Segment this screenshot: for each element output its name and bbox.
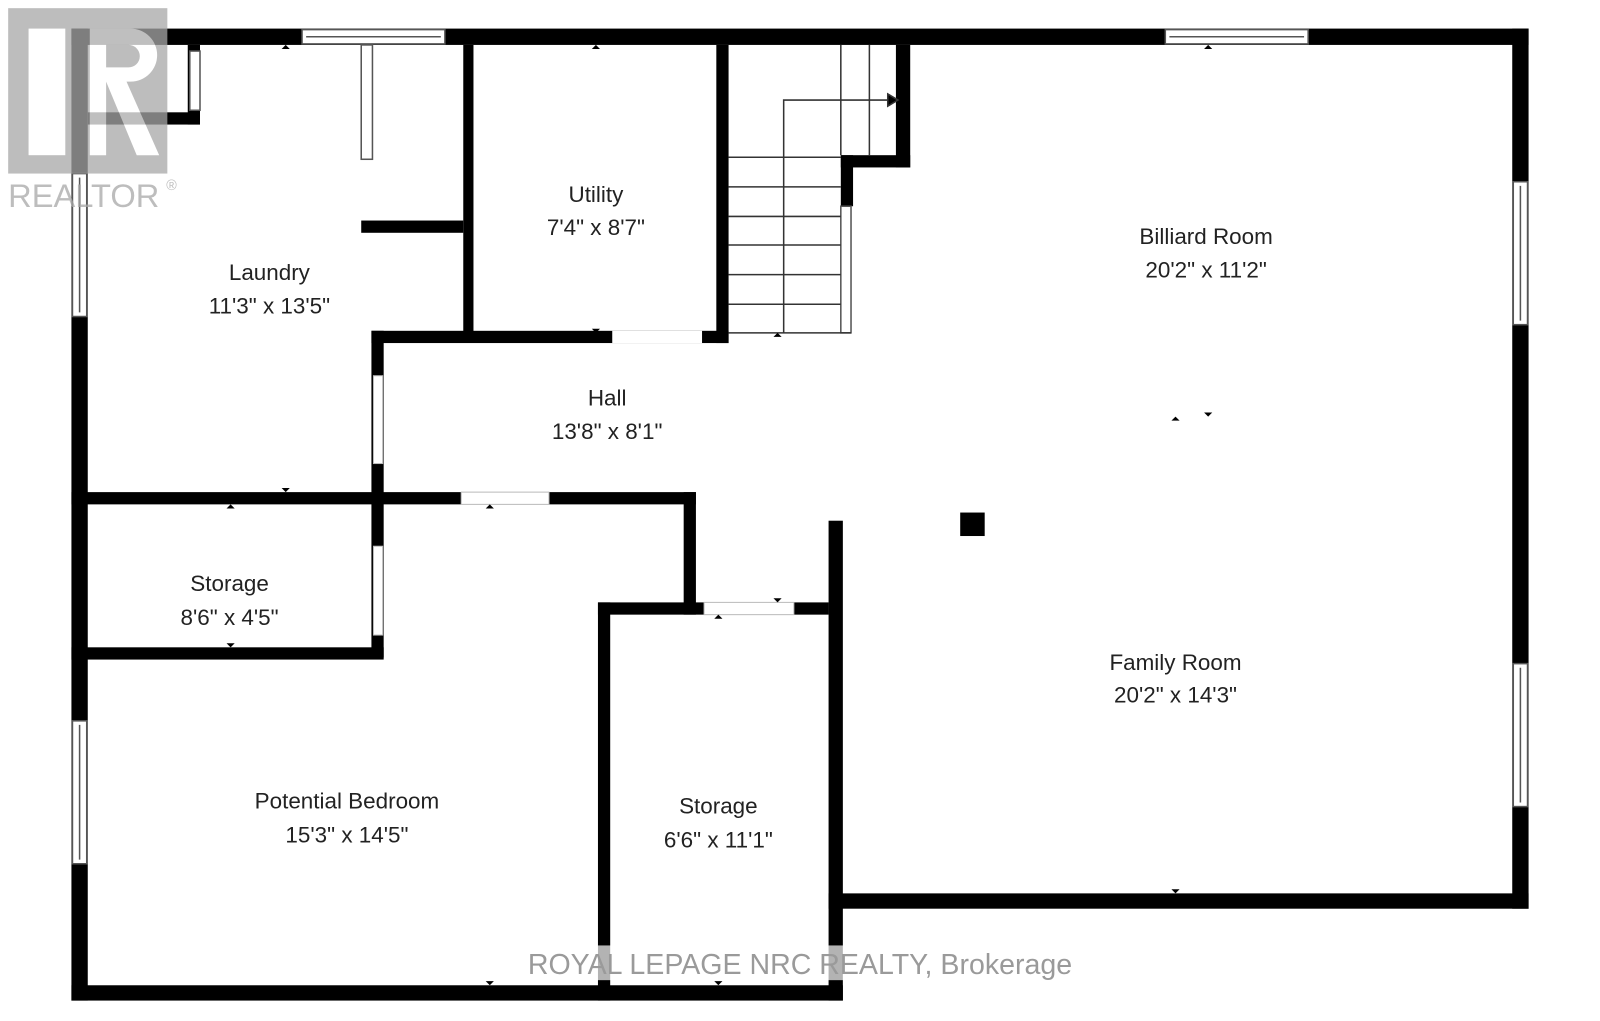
room-name-utility: Utility [568,182,624,207]
svg-text:REALTOR: REALTOR [8,177,159,214]
room-size-hall: 13'8" x 8'1" [552,419,663,444]
room-labels: Laundry 11'3" x 13'5" Utility 7'4" x 8'7… [181,182,1273,852]
room-size-family: 20'2" x 14'3" [1114,682,1237,707]
dimension-markers [226,44,1213,986]
room-size-storage-1: 8'6" x 4'5" [181,605,279,630]
realtor-logo: REALTOR ® [8,8,177,214]
room-name-family: Family Room [1109,650,1241,675]
room-size-storage-2: 6'6" x 11'1" [664,827,773,852]
room-name-billiard: Billiard Room [1139,224,1272,249]
room-size-laundry: 11'3" x 13'5" [209,293,330,318]
openings [372,330,795,636]
room-size-billiard: 20'2" x 11'2" [1145,258,1266,283]
stairs [728,44,900,334]
column [960,512,985,537]
room-name-storage-1: Storage [190,571,269,596]
brokerage-watermark: ROYAL LEPAGE NRC REALTY, Brokerage [528,949,1072,981]
room-name-storage-2: Storage [679,794,758,819]
room-name-hall: Hall [588,385,627,410]
room-size-utility: 7'4" x 8'7" [547,215,645,240]
windows [71,28,1529,865]
room-name-bedroom: Potential Bedroom [255,789,440,814]
room-size-bedroom: 15'3" x 14'5" [285,822,408,847]
watermark-bg [479,945,1121,981]
walls [71,28,1529,1001]
room-name-laundry: Laundry [229,260,311,285]
svg-text:®: ® [166,178,177,194]
